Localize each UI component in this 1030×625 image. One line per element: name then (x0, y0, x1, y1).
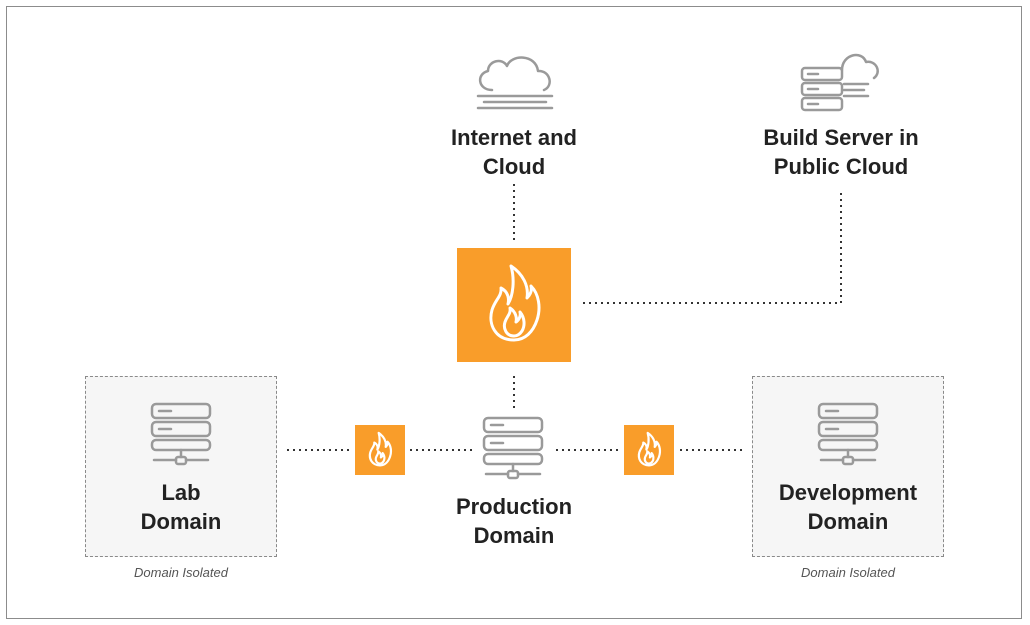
firewall-icon (368, 431, 393, 467)
lab-domain-box (85, 376, 277, 557)
server-icon (482, 416, 544, 480)
lab-isolated-caption: Domain Isolated (134, 565, 228, 580)
main-firewall (457, 248, 571, 362)
development-domain-box (752, 376, 944, 557)
firewall-lab (355, 425, 405, 475)
development-isolated-caption: Domain Isolated (801, 565, 895, 580)
internet-cloud-label: Internet and Cloud (451, 125, 577, 179)
cloud-server-icon (800, 53, 879, 112)
build-server-label: Build Server in Public Cloud (763, 125, 919, 179)
cloud-icon (476, 56, 554, 110)
development-domain-label: Development Domain (778, 480, 918, 534)
production-domain-label: Production Domain (455, 494, 573, 548)
firewall-icon (637, 431, 662, 467)
firewall-icon (489, 264, 541, 342)
lab-domain-label: Lab Domain (140, 480, 222, 534)
connector-buildserver-firewall (583, 193, 842, 304)
server-icon (817, 402, 879, 466)
diagram-frame (6, 6, 1022, 619)
server-icon (150, 402, 212, 466)
firewall-development (624, 425, 674, 475)
